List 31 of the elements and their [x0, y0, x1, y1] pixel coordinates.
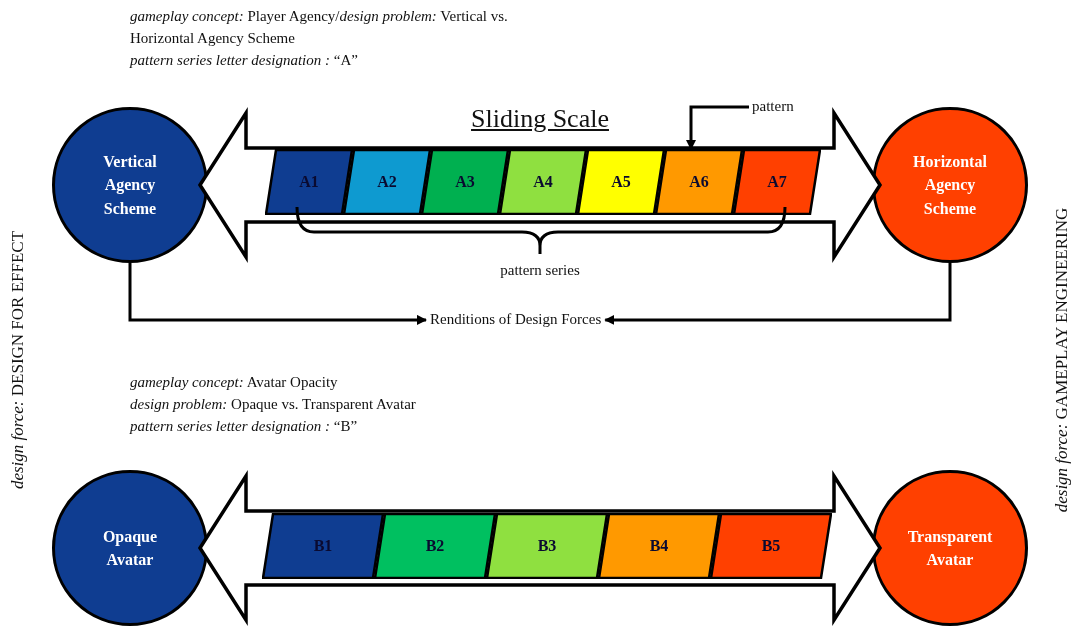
node-label: Horizontal Agency Scheme [912, 152, 988, 219]
pattern-parallelogram: A1 [265, 149, 353, 215]
text-label: design problem: Opaque vs. Transparent Avatar [130, 395, 417, 414]
pattern-parallelogram: A7 [733, 149, 821, 215]
double-block-arrow [197, 107, 883, 263]
text-label: pattern series [499, 261, 581, 280]
pattern-parallelogram: B5 [710, 513, 832, 579]
pattern-parallelogram: B2 [374, 513, 496, 579]
pattern-parallelogram: B1 [262, 513, 384, 579]
text-label: pattern series letter designation : “B” [130, 417, 359, 436]
text-label: pattern [752, 96, 794, 118]
pattern-parallelogram: A3 [421, 149, 509, 215]
pattern-parallelogram: B4 [598, 513, 720, 579]
node-label: Vertical Agency Scheme [102, 152, 158, 219]
pattern-parallelogram: A5 [577, 149, 665, 215]
text-label: gameplay concept: Avatar Opacity [130, 373, 339, 392]
vertical-label: design force: DESIGN FOR EFFECT [6, 230, 28, 490]
node-label: Transparent Avatar [906, 526, 994, 570]
pattern-parallelogram: A6 [655, 149, 743, 215]
pattern-parallelogram: A4 [499, 149, 587, 215]
arrow [128, 263, 427, 325]
text-label: Renditions of Design Forces [430, 309, 602, 331]
title: Sliding Scale [470, 103, 610, 135]
double-block-arrow [197, 470, 883, 626]
arrow [604, 263, 952, 325]
node-label: Opaque Avatar [101, 526, 159, 570]
arrow [686, 105, 749, 150]
pattern-parallelogram: A2 [343, 149, 431, 215]
pattern-parallelogram: B3 [486, 513, 608, 579]
vertical-label: design force: GAMEPLAY ENGINEERING [1050, 207, 1072, 513]
text-label: pattern series letter designation : “A” [130, 51, 359, 70]
